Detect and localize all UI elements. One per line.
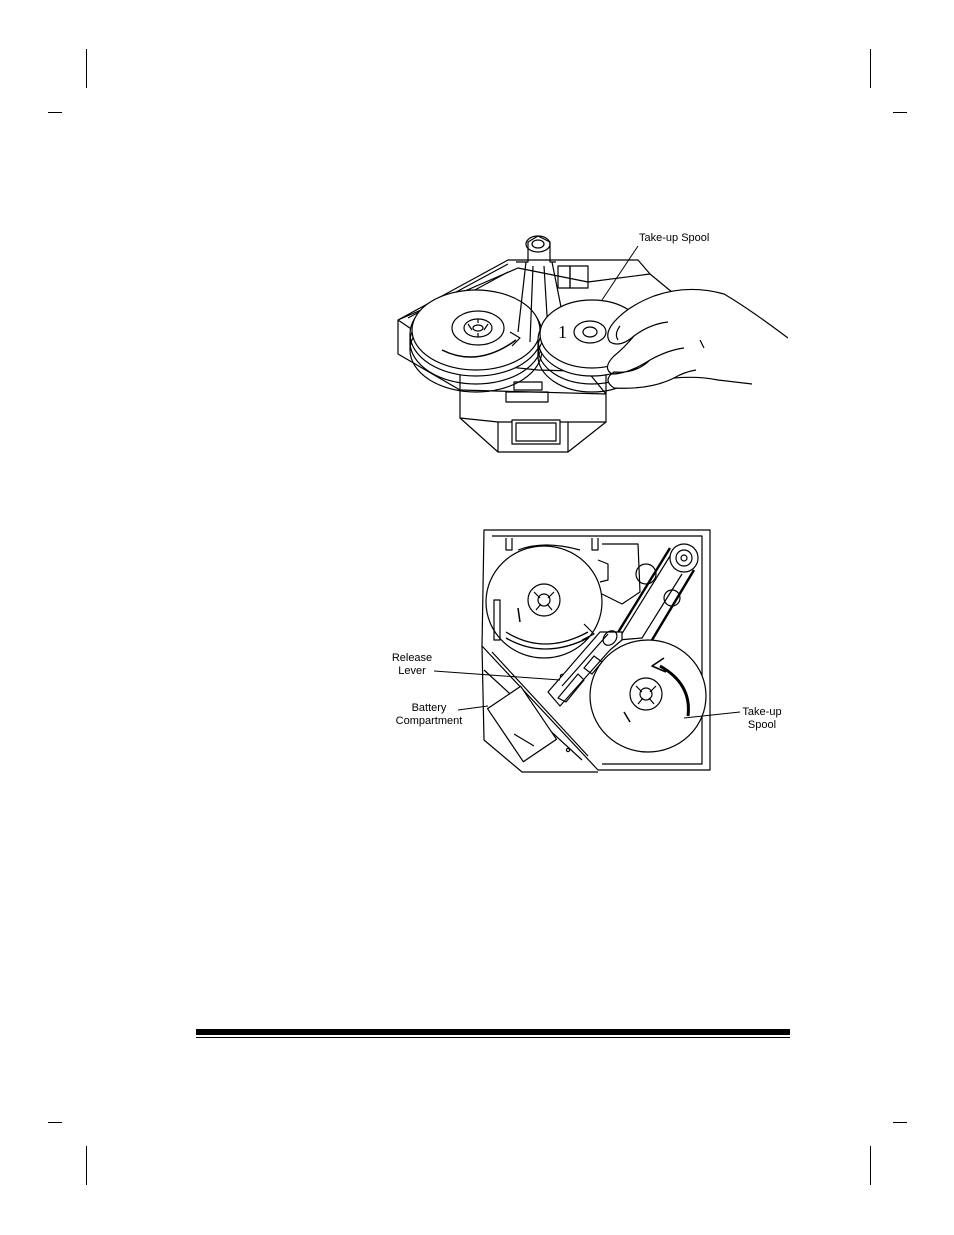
takeup-spool-label-top: Take-up Spool [639,232,710,244]
release-lever-label: Release Lever [390,652,434,678]
cassette-plan-illustration [433,529,741,773]
takeup-spool-label-line1: Take-up [742,706,782,718]
svg-text:1: 1 [558,322,567,342]
cassette-top-illustration: 1 [397,235,789,453]
release-lever-label-line1: Release [391,652,433,664]
figure-bottom-cassette-plan: Release Lever Battery Compartment Take-u… [388,520,788,778]
battery-compartment-label-line2: Compartment [395,715,463,727]
footer-rule-thin [196,1037,790,1038]
takeup-spool-label-line2: Spool [747,719,777,731]
crop-mark-top-right-horizontal [893,112,907,113]
battery-compartment-label-line1: Battery [411,702,447,714]
crop-mark-top-right-vertical [870,49,871,88]
footer-rule-thick [196,1029,790,1035]
crop-mark-top-left-horizontal [48,112,62,113]
crop-mark-top-left-vertical [86,49,87,88]
crop-mark-bottom-left-horizontal [48,1122,62,1123]
crop-mark-bottom-right-horizontal [893,1122,907,1123]
crop-mark-bottom-right-vertical [870,1146,871,1185]
battery-compartment-label: Battery Compartment [392,702,466,728]
crop-mark-bottom-left-vertical [86,1146,87,1185]
takeup-spool-label-bottom: Take-up Spool [738,706,786,732]
figure-top-cassette-hand: 1 Take-up Spool [388,222,789,462]
release-lever-label-line2: Lever [398,665,426,677]
